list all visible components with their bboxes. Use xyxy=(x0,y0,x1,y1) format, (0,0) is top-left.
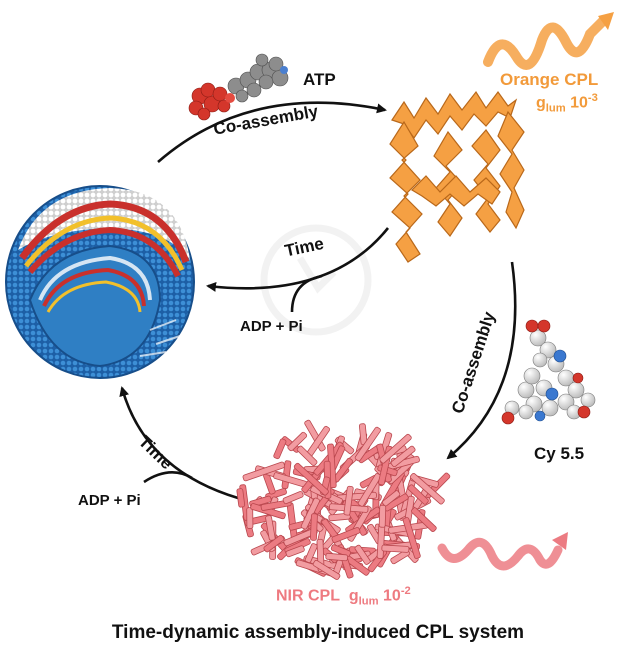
vesicle-icon xyxy=(5,185,195,379)
nir-rod xyxy=(379,433,412,464)
nir-cpl-wave-icon xyxy=(437,532,568,571)
cy55-molecule-icon xyxy=(501,319,596,425)
figure-caption: Time-dynamic assembly-induced CPL system xyxy=(111,622,525,643)
nir-rod xyxy=(325,552,349,562)
cycle-arrows xyxy=(119,101,517,500)
nir-glum-g: g xyxy=(348,587,359,605)
orange-glum-label: glum 10-3 xyxy=(536,92,598,115)
nir-rod xyxy=(296,445,318,466)
nir-rod xyxy=(236,488,246,508)
nir-rod xyxy=(331,527,361,543)
nir-rod xyxy=(242,461,286,482)
nir-rod xyxy=(357,473,382,507)
nir-rod xyxy=(287,431,308,452)
orange-glum-exp: -3 xyxy=(587,92,598,104)
nir-rod xyxy=(282,491,304,505)
nir-rod xyxy=(273,438,287,460)
nir-rod xyxy=(312,559,341,580)
atp-label: ATP xyxy=(303,70,336,89)
atp-molecule-icon xyxy=(188,53,289,121)
nir-rod xyxy=(390,445,416,467)
adp-outer-label: ADP + Pi xyxy=(78,492,141,509)
nir-glum-base: 10 xyxy=(378,587,401,605)
orange-glum-base: 10 xyxy=(565,94,588,112)
nir-rod xyxy=(381,544,410,553)
nir-rod xyxy=(293,462,329,496)
nir-rod xyxy=(246,507,254,529)
arrow-adp-outer-branch xyxy=(143,471,193,484)
nir-glum-sub: lum xyxy=(358,595,379,608)
nir-rod xyxy=(382,490,401,507)
orange-cpl-wave-icon xyxy=(483,12,614,70)
nir-cpl-label: NIR CPL glum 10-2 xyxy=(276,585,411,608)
nir-glum-exp: -2 xyxy=(400,585,411,597)
nir-cpl-text: NIR CPL xyxy=(276,587,340,605)
orange-glum-g: g xyxy=(536,94,546,112)
cy55-label: Cy 5.5 xyxy=(534,444,585,463)
arrow-adp-inner-branch xyxy=(290,274,323,313)
nir-rod xyxy=(402,517,421,559)
nir-rod xyxy=(265,515,276,541)
adp-inner-label: ADP + Pi xyxy=(240,318,303,335)
orange-cpl-label: Orange CPL xyxy=(500,70,599,89)
nir-rod xyxy=(354,544,371,565)
nir-rod xyxy=(409,473,445,505)
nir-rod xyxy=(407,484,429,505)
nir-rod xyxy=(285,545,305,558)
nir-rod xyxy=(263,534,285,553)
nir-rod xyxy=(411,507,437,532)
nir-rod-aggregate-icon xyxy=(236,419,451,580)
arrow-coassembly-right xyxy=(446,261,517,460)
orange-glum-sub: lum xyxy=(545,102,566,115)
nir-rod xyxy=(378,504,387,528)
nir-rod xyxy=(343,485,354,516)
nir-rod xyxy=(354,426,381,462)
arrow-coassembly-top xyxy=(157,101,387,163)
orange-helix-fiber-icon xyxy=(389,90,525,263)
arrow-time-outer xyxy=(119,386,239,500)
nir-rod xyxy=(310,513,318,541)
nir-rod xyxy=(330,544,351,557)
watermark xyxy=(260,224,372,336)
